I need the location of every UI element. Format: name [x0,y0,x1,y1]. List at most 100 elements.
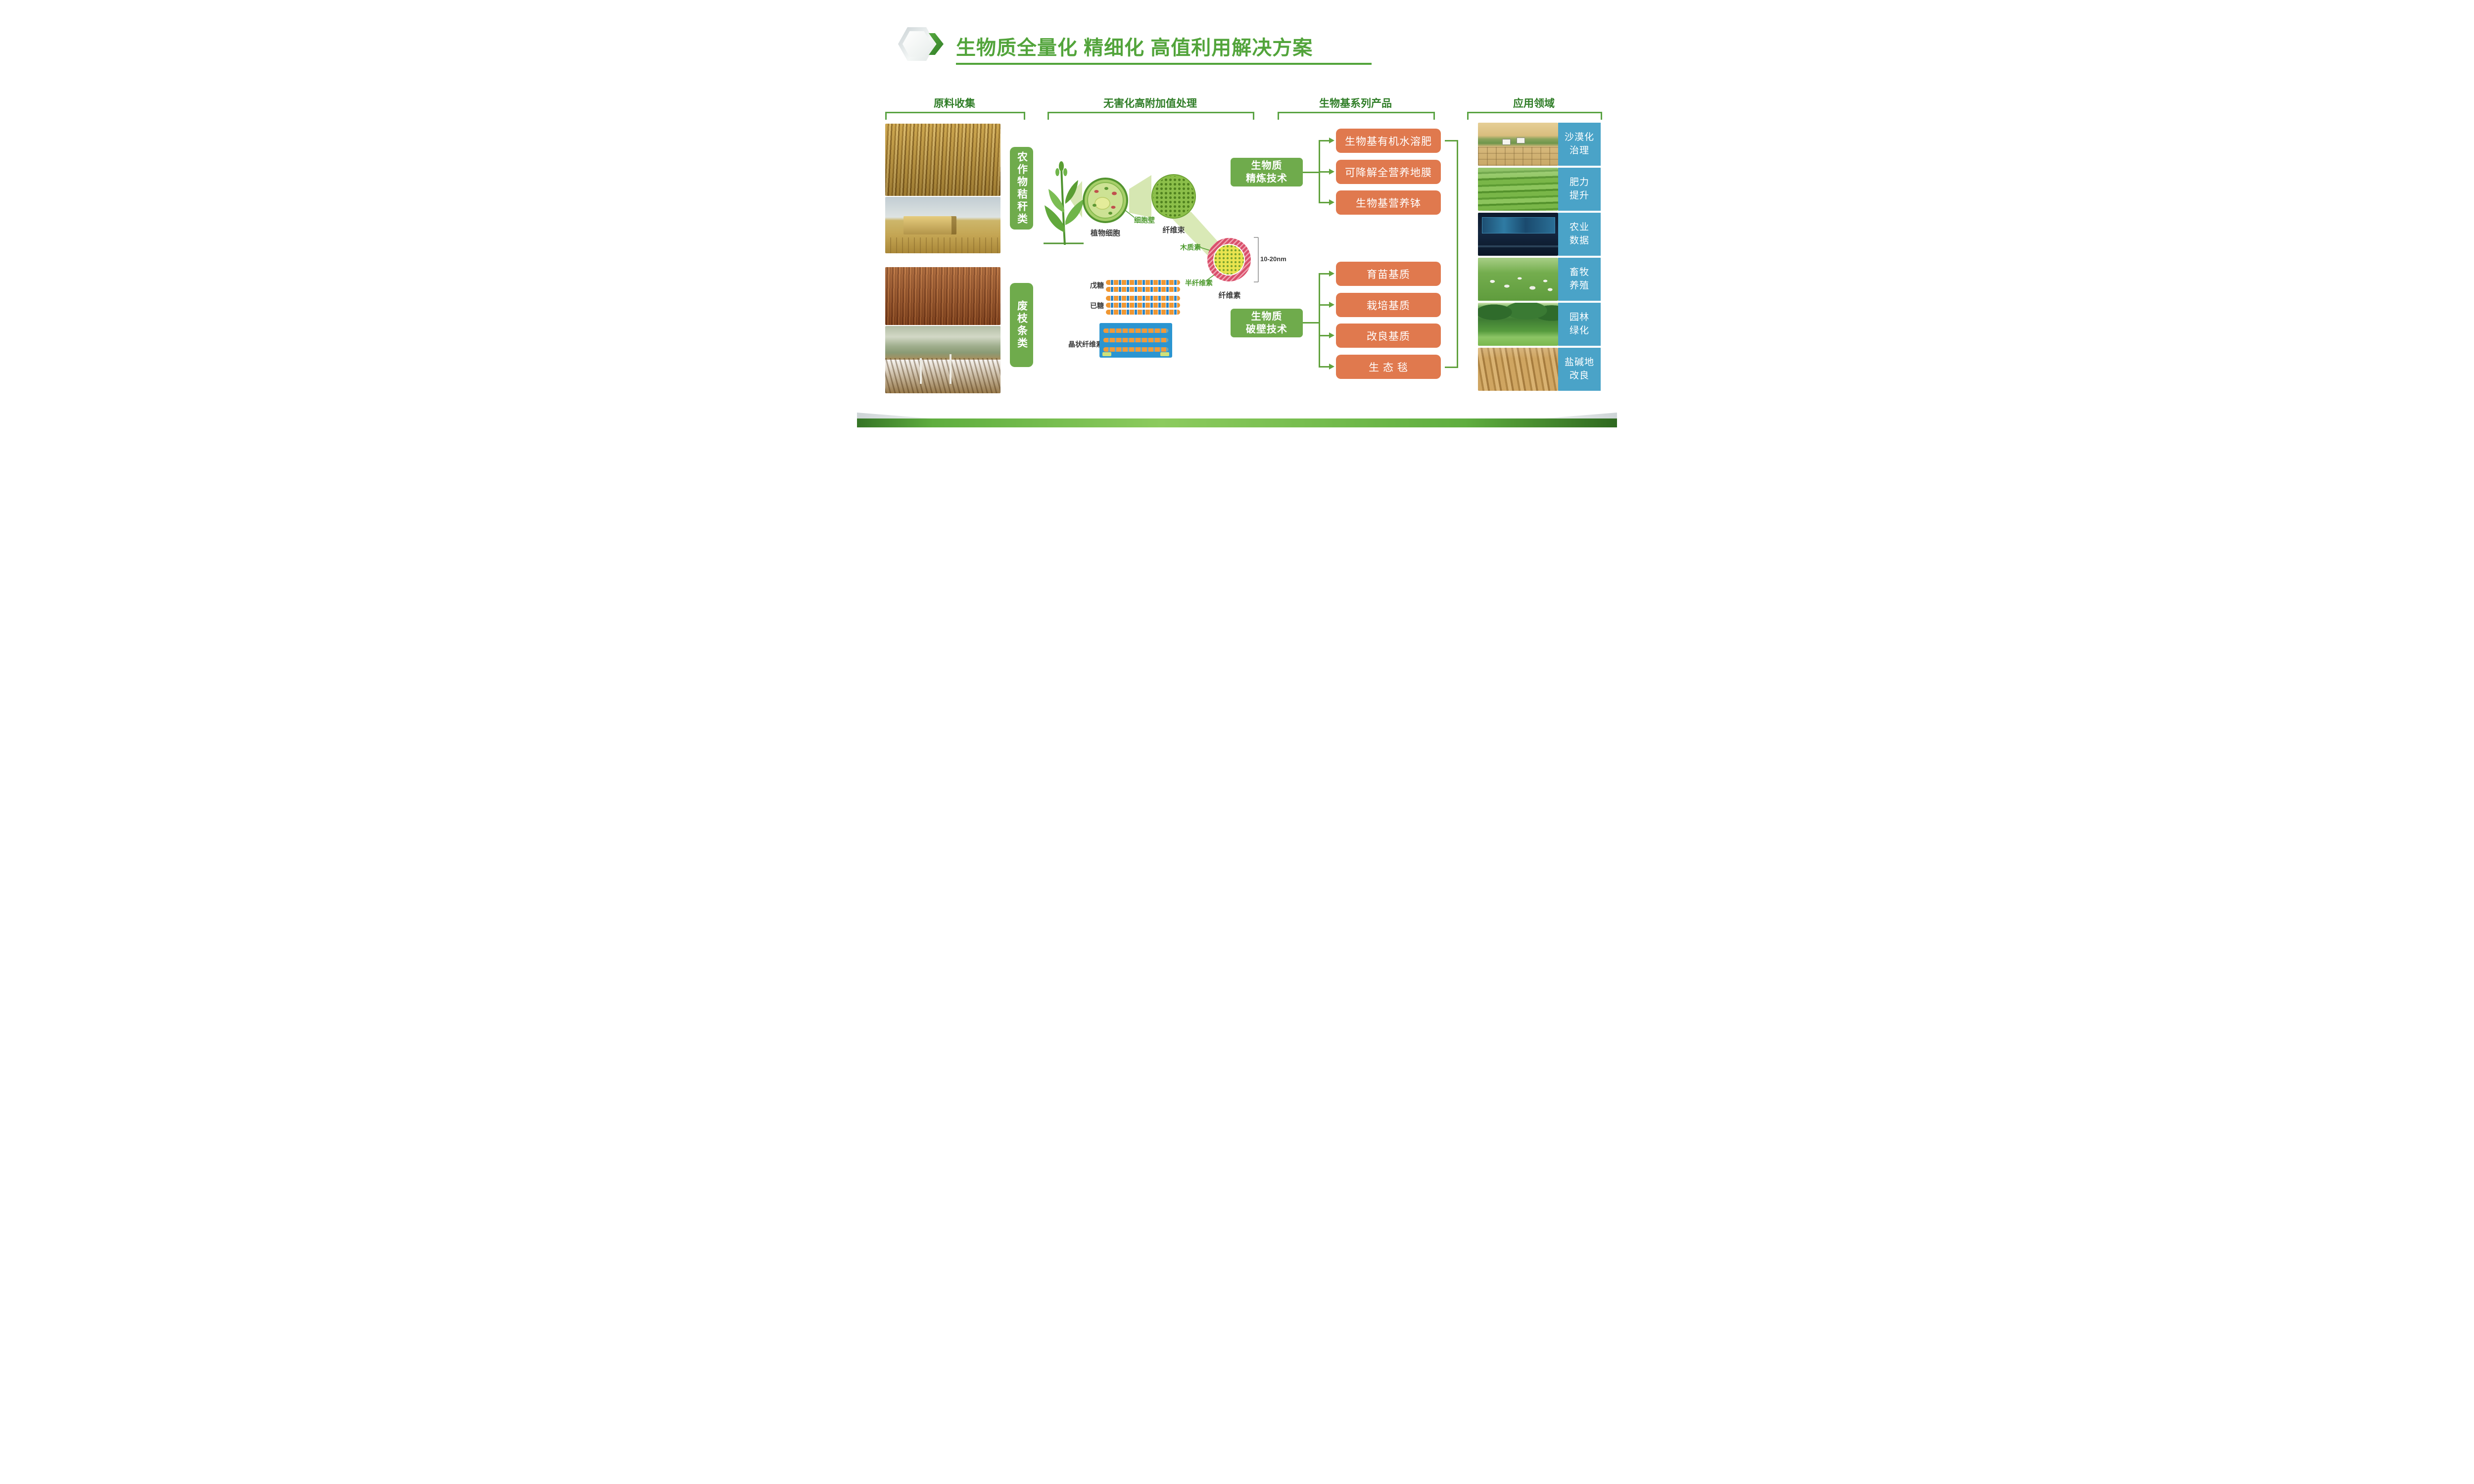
product-eco-blanket: 生 态 毯 [1336,355,1441,379]
connector-line [1319,304,1330,306]
photo-straw-bales [885,197,1000,253]
cellulose-chain [1103,338,1168,342]
product-nutrient-pot: 生物基营养钵 [1336,190,1441,215]
hexose-chain [1106,296,1180,301]
processing-diagram: 植物细胞 细胞壁 纤维束 [1043,119,1286,401]
connector-line [1319,140,1330,141]
product-degradable-mulch-film: 可降解全营养地膜 [1336,160,1441,184]
tech-breaking-line2: 破壁技术 [1246,324,1287,335]
app-label-line: 养殖 [1569,280,1589,291]
footer-wedge [857,413,931,418]
hexose-chain [1106,310,1180,315]
hemicellulose-label: 半纤维素 [1185,279,1213,287]
app-label-line: 肥力 [1569,177,1589,187]
photo-corn-stalks [885,124,1000,196]
crystalline-cellulose-figure [1099,323,1172,358]
cell-wall-label: 细胞壁 [1134,216,1155,224]
section-header-processing: 无害化高附加值处理 [1103,98,1197,109]
connector-line [1319,366,1330,368]
connector-line [1319,171,1330,173]
photo-orchard-branches [885,326,1000,393]
connector-line [1319,202,1330,203]
screen-shape [1482,217,1555,233]
product-cultivation-substrate: 栽培基质 [1336,293,1441,317]
pentose-chain [1106,280,1180,285]
app-label-saline-soil: 盐碱地 改良 [1558,348,1601,391]
app-label-line: 盐碱地 [1564,357,1594,368]
connector-line [1319,335,1330,336]
app-label-fertility: 肥力 提升 [1558,168,1601,211]
product-improvement-substrate: 改良基质 [1336,324,1441,348]
lignin-label: 木质素 [1180,243,1201,251]
branch-rows-shape [885,358,1000,393]
connector-line [1319,273,1320,368]
arrow-icon [1329,138,1334,143]
gather-bracket-line [1457,140,1458,368]
straw-bale-shape [904,216,957,235]
arrow-icon [1329,271,1334,277]
pentose-label: 戊糖 [1090,281,1104,289]
photo-agri-data [1478,213,1558,256]
app-label-livestock: 畜牧 养殖 [1558,258,1601,301]
cellulose-chain [1103,328,1168,333]
section-bracket [1278,112,1435,120]
connector-line [1303,322,1320,324]
material-group-label-straw: 农作物秸秆类 [1010,147,1033,230]
photo-landscaping [1478,303,1558,346]
tech-box-wall-breaking: 生物质 破壁技术 [1231,309,1303,337]
pentose-chain [1106,287,1180,292]
product-water-soluble-fertilizer: 生物基有机水溶肥 [1336,129,1441,153]
plant-cell-diagram [1083,178,1128,223]
gather-bracket-tick [1445,367,1457,368]
section-bracket [1047,112,1254,120]
tech-refining-line1: 生物质 [1251,160,1283,171]
slide: 生物质全量化 精细化 高值利用解决方案 原料收集 无害化高附加值处理 生物基系列… [857,0,1617,427]
footer-wedge [1543,413,1617,418]
fiber-bundle-label: 纤维束 [1162,226,1185,234]
app-label-agri-data: 农业 数据 [1558,213,1601,256]
section-bracket [885,112,1025,120]
photo-saline-soil [1478,348,1558,391]
hexose-label: 已糖 [1090,302,1104,310]
plant-cell-label: 植物细胞 [1090,229,1120,237]
hexose-chain [1106,303,1180,308]
photo-desert-control [1478,123,1558,166]
plant-illustration [1044,161,1084,245]
crystalline-cellulose-label: 晶状纤维素 [1068,340,1103,348]
app-label-line: 改良 [1569,370,1589,381]
figure-tag [1102,352,1111,356]
cellulose-chain [1103,347,1168,352]
figure-tag [1160,352,1169,356]
app-label-line: 畜牧 [1569,267,1589,278]
page-title: 生物质全量化 精细化 高值利用解决方案 [956,37,1313,59]
arrow-icon [1329,169,1334,175]
title-underline [956,63,1372,65]
connector-line [1303,172,1320,173]
photo-livestock [1478,258,1558,301]
gather-bracket-tick [1445,140,1457,141]
product-seedling-substrate: 育苗基质 [1336,262,1441,286]
material-group-label-branches: 废枝条类 [1010,283,1033,367]
app-label-line: 农业 [1569,222,1589,232]
app-label-landscaping: 园林 绿化 [1558,303,1601,346]
field-stubble-shape [885,237,1000,253]
section-header-applications: 应用领域 [1513,98,1555,109]
app-label-line: 治理 [1569,145,1589,156]
arrow-icon [1329,332,1334,338]
arrow-icon [1329,302,1334,308]
tech-breaking-line1: 生物质 [1251,311,1283,322]
section-header-raw-materials: 原料收集 [934,98,975,109]
sand-grid-shape [1478,146,1558,166]
slide-logo [898,27,944,61]
scale-label: 10-20nm [1260,255,1286,263]
desk-shape [1478,245,1558,247]
sign-shape [1502,139,1511,145]
section-header-products: 生物基系列产品 [1319,98,1392,109]
section-bracket [1467,112,1602,120]
app-label-desert: 沙漠化 治理 [1558,123,1601,166]
app-label-line: 数据 [1569,235,1589,246]
cellulose-cross-section [1207,238,1251,281]
photo-fertility [1478,168,1558,211]
app-label-line: 沙漠化 [1564,132,1594,142]
tech-refining-line2: 精炼技术 [1246,173,1287,184]
